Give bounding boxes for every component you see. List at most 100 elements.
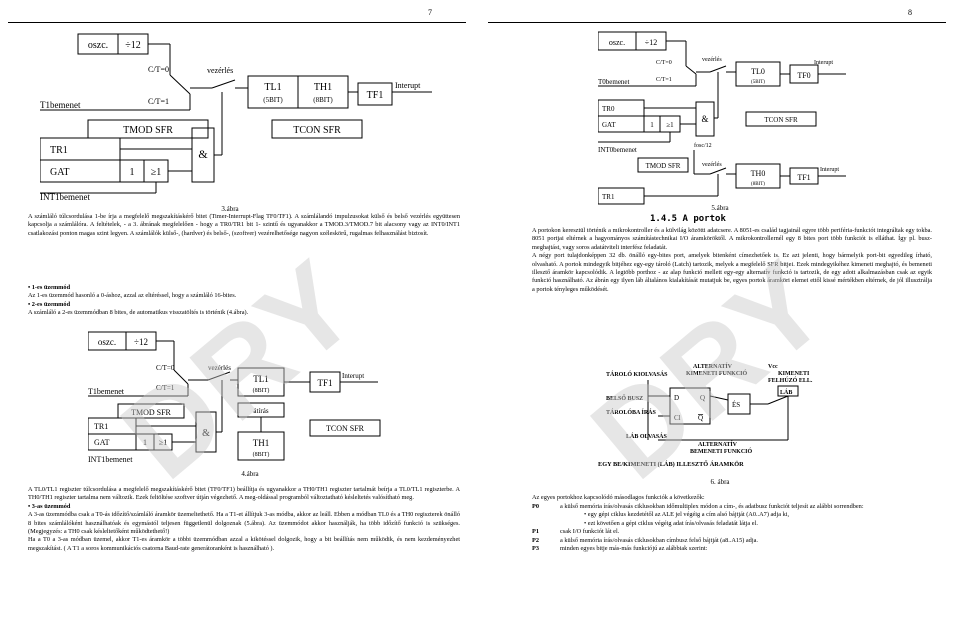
figure-5-diagram: oszc. ÷12 C/T=0 C/T=1 vezérlés TL0 (5BIT… (598, 28, 848, 206)
interupt-label: Interupt (814, 60, 833, 66)
body-text-1: A portokon keresztül történik a mikrokon… (532, 227, 932, 294)
port-description: • egy gépi ciklus kezdetétől az ALE jel … (584, 511, 790, 519)
th1-label: TH1 (253, 438, 270, 448)
and-gate-label: & (198, 147, 208, 161)
oszc-label: oszc. (609, 38, 625, 47)
th0-label: TH0 (751, 169, 766, 178)
header-rule (488, 22, 946, 23)
mode-1-text: Az 1-es üzemmód hasonló a 0-áshoz, azzal… (28, 292, 237, 300)
tcon-label: TCON SFR (326, 424, 365, 433)
tcon-label: TCON SFR (764, 116, 798, 124)
tmod-label: TMOD SFR (131, 408, 171, 417)
d-label: D (674, 394, 679, 402)
int1-input-label: INT1bemenet (40, 192, 90, 202)
figure-4-diagram: oszc. ÷12 C/T=0 C/T=1 vezérlés TL1 (8BIT… (88, 330, 388, 470)
port-key: P0 (532, 503, 539, 510)
latch-write-label: TÁROLÓBA ÍRÁS (606, 408, 657, 416)
tmod-label: TMOD SFR (646, 162, 681, 170)
th1-label: TH1 (314, 82, 332, 93)
tf1-label: TF1 (797, 173, 810, 182)
mode-2-text: A számláló a 2-es üzemmódban 8 bites, de… (28, 309, 249, 317)
reload-label: átírás (253, 407, 268, 415)
and-gate-label: & (701, 114, 708, 124)
not-gate-label: 1 (143, 438, 147, 447)
alt-out-label-2: KIMENETI FUNKCIÓ (686, 369, 748, 377)
vcc-label: Vcc (768, 364, 778, 370)
control-2-label: vezérlés (702, 162, 722, 168)
alt-out-label-1: ALTERNATÍV (693, 362, 733, 370)
internal-bus-label: BELSŐ BUSZ (606, 394, 643, 402)
qbar-label: Q (698, 414, 703, 422)
port-key: P3 (532, 545, 539, 553)
port-description: a külső memória írás/olvasás ciklusokban… (560, 536, 758, 544)
figure-3-caption: 3.ábra (221, 205, 239, 213)
right-page: 8 oszc. ÷12 C/T=0 C/T=1 vezérlés TL0 (5B… (480, 0, 960, 634)
div12-label: ÷12 (134, 337, 148, 347)
interupt-label: Interupt (342, 372, 364, 380)
ct1-label: C/T=1 (148, 97, 169, 106)
ct1-label: C/T=1 (656, 77, 672, 83)
alt-in-label-2: BEMENETI FUNKCIÓ (690, 447, 753, 455)
control-label: vezérlés (207, 66, 233, 75)
circuit-title: EGY BE/KIMENETI (LÁB) ILLESZTŐ ÁRAMKÖR (598, 460, 744, 468)
body-text-3: Az egyes portokhoz kapcsolódó másodlagos… (532, 494, 932, 502)
port-row: • egy gépi ciklus kezdetétől az ALE jel … (532, 511, 932, 519)
figure-5-caption: 5.ábra (711, 204, 729, 212)
paragraph-ports-intro: A portokon keresztül történik a mikrokon… (532, 227, 932, 251)
interupt-label: Interupt (395, 81, 421, 90)
tf0-label: TF0 (797, 71, 810, 80)
mode-1-title: • 1-es üzemmód (28, 284, 71, 291)
t1-input-label: T1bemenet (88, 387, 125, 396)
pullup-label-2: FELHÚZÓ ELL. (768, 376, 813, 384)
control-label: vezérlés (702, 57, 722, 63)
t1-input-label: T1bemenet (40, 100, 81, 110)
pin-label: LÁB (780, 388, 792, 396)
th1-bits: (8BIT) (253, 451, 270, 458)
ct0-label: C/T=0 (156, 364, 175, 372)
control-label: vezérlés (208, 364, 231, 372)
port-key: P2 (532, 536, 539, 544)
tr1-label: TR1 (602, 193, 615, 201)
tr1-label: TR1 (50, 145, 68, 156)
gat-label: GAT (602, 121, 616, 129)
ct0-label: C/T=0 (656, 60, 672, 66)
mode-2-title-text: 2-es üzemmód (31, 300, 71, 308)
alt-in-label-1: ALTERNATÍV (698, 440, 738, 448)
div12-label: ÷12 (125, 40, 141, 51)
mode-3-title-text: 3-as üzemmód (31, 502, 71, 510)
tmod-label: TMOD SFR (123, 125, 173, 136)
oszc-label: oszc. (98, 337, 116, 347)
cl-label: Cl (674, 414, 681, 422)
page-number: 8 (908, 8, 912, 17)
port-key (532, 520, 560, 528)
paragraph-ports-detail: A négy port tulajdonképpen 32 db. önálló… (532, 252, 932, 293)
int1-input-label: INT1bemenet (88, 455, 133, 464)
th1-bits: (8BIT) (313, 96, 333, 104)
body-text-2: A TL0/TL1 regiszter túlcsordulása a megf… (28, 486, 460, 553)
tcon-label: TCON SFR (293, 125, 341, 136)
mode-1-section: • 1-es üzemmód Az 1-es üzemmód hasonló a… (28, 284, 460, 318)
paragraph-reload: A TL0/TL1 regiszter túlcsordulása a megf… (28, 486, 460, 502)
port-description: csak I/O funkciót lát el. (560, 528, 620, 536)
div12-label: ÷12 (645, 38, 657, 47)
body-text-1: A számláló túlcsordulása 1-be írja a meg… (28, 213, 460, 238)
th0-bits: (8BIT) (751, 182, 765, 187)
or-gate-label: ≥1 (159, 438, 167, 447)
tl1-bits: (5BIT) (263, 96, 283, 104)
or-gate-label: ≥1 (666, 121, 674, 129)
and-gate-label: & (202, 428, 210, 439)
ports-list: P0 a külső memória írás/olvasás ciklusokb… (532, 503, 932, 553)
tf1-label: TF1 (367, 90, 384, 101)
page-number: 7 (428, 8, 432, 17)
int0-input-label: INT0bemenet (598, 146, 637, 154)
not-gate-label: 1 (130, 167, 135, 178)
latch-read-label: TÁROLÓ KIOLVASÁS (606, 370, 668, 378)
or-gate-label: ≥1 (151, 167, 162, 178)
section-heading: 1.4.5 A portok (650, 214, 726, 224)
figure-3-diagram: oszc. ÷12 C/T=0 C/T=1 vezérlés TL1 (5BIT… (40, 28, 460, 203)
paragraph-secondary-functions: Az egyes portokhoz kapcsolódó másodlagos… (532, 494, 705, 501)
mode-3-text: A 3-as üzemmódba csak a T0-ás időzítő/sz… (28, 511, 460, 536)
tr0-label: TR0 (602, 105, 615, 113)
